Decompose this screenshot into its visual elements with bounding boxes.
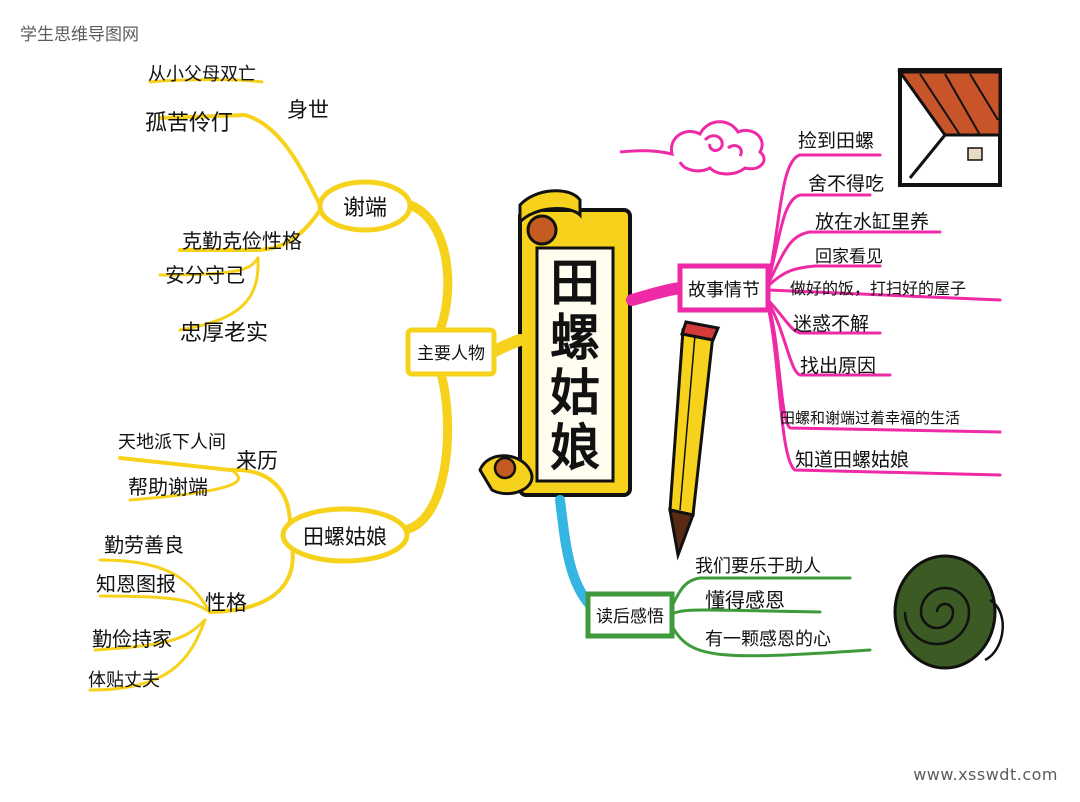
reflection-item-2: 懂得感恩 <box>705 588 785 612</box>
story-item-1: 捡到田螺 <box>798 130 874 152</box>
blue-connector <box>555 495 595 610</box>
snail-shell-drawing <box>893 554 1004 670</box>
reflection-branches <box>670 576 872 658</box>
title-char-3: 姑 <box>550 364 600 422</box>
tianluo-personality-item-1: 勤劳善良 <box>104 533 184 557</box>
story-item-4: 回家看见 <box>815 247 883 267</box>
node-reflection-label: 读后感悟 <box>596 607 664 627</box>
node-main-characters <box>405 327 497 377</box>
node-xieduan-label: 谢端 <box>343 196 387 221</box>
tianluo-personality-item-3: 勤俭持家 <box>92 627 172 651</box>
story-item-7: 找出原因 <box>800 355 876 377</box>
cloud-icon <box>619 120 766 176</box>
story-item-9: 知道田螺姑娘 <box>795 449 909 471</box>
house-drawing <box>897 68 1002 187</box>
tianluo-personality-label: 性格 <box>205 591 247 615</box>
site-watermark-bottom: www.xsswdt.com <box>913 765 1058 784</box>
story-item-2: 舍不得吃 <box>808 173 884 195</box>
tianluo-origin-label: 来历 <box>236 449 278 473</box>
xieduan-background-item-1: 从小父母双亡 <box>148 64 256 85</box>
tianluo-personality-item-2: 知恩图报 <box>96 572 176 596</box>
story-item-3: 放在水缸里养 <box>815 211 929 233</box>
tianluo-origin-item-1: 天地派下人间 <box>118 432 226 453</box>
title-char-1: 田 <box>550 254 600 312</box>
story-item-6: 迷惑不解 <box>793 313 869 335</box>
reflection-item-1: 我们要乐于助人 <box>695 556 821 577</box>
node-xieduan <box>317 179 413 233</box>
xieduan-personality-item-1: 安分守己 <box>165 263 245 287</box>
xieduan-background-label: 身世 <box>287 98 329 122</box>
reflection-item-3: 有一颗感恩的心 <box>705 629 831 650</box>
title-char-2: 螺 <box>550 309 600 367</box>
title-char-4: 娘 <box>550 419 600 477</box>
tianluo-personality-item-4: 体贴丈夫 <box>88 670 160 691</box>
node-tianluo <box>280 506 410 564</box>
xieduan-personality-label: 克勤克俭性格 <box>182 229 302 253</box>
node-reflection <box>585 591 675 639</box>
story-item-5: 做好的饭，打扫好的屋子 <box>790 279 966 298</box>
node-main-characters-label: 主要人物 <box>417 344 485 364</box>
node-story-label: 故事情节 <box>688 280 760 301</box>
node-tianluo-label: 田螺姑娘 <box>303 525 387 549</box>
pink-connector <box>626 282 686 306</box>
pencil-drawing <box>668 320 721 561</box>
story-branches <box>766 153 1002 477</box>
node-story <box>677 263 771 313</box>
xieduan-personality-item-2: 忠厚老实 <box>180 321 268 346</box>
site-watermark-top: 学生思维导图网 <box>20 25 139 45</box>
yellow-branches <box>88 78 526 692</box>
story-item-8: 田螺和谢端过着幸福的生活 <box>780 409 960 427</box>
title-scroll <box>478 189 632 497</box>
tianluo-origin-item-2: 帮助谢端 <box>128 475 208 499</box>
xieduan-background-item-2: 孤苦伶仃 <box>145 111 233 136</box>
